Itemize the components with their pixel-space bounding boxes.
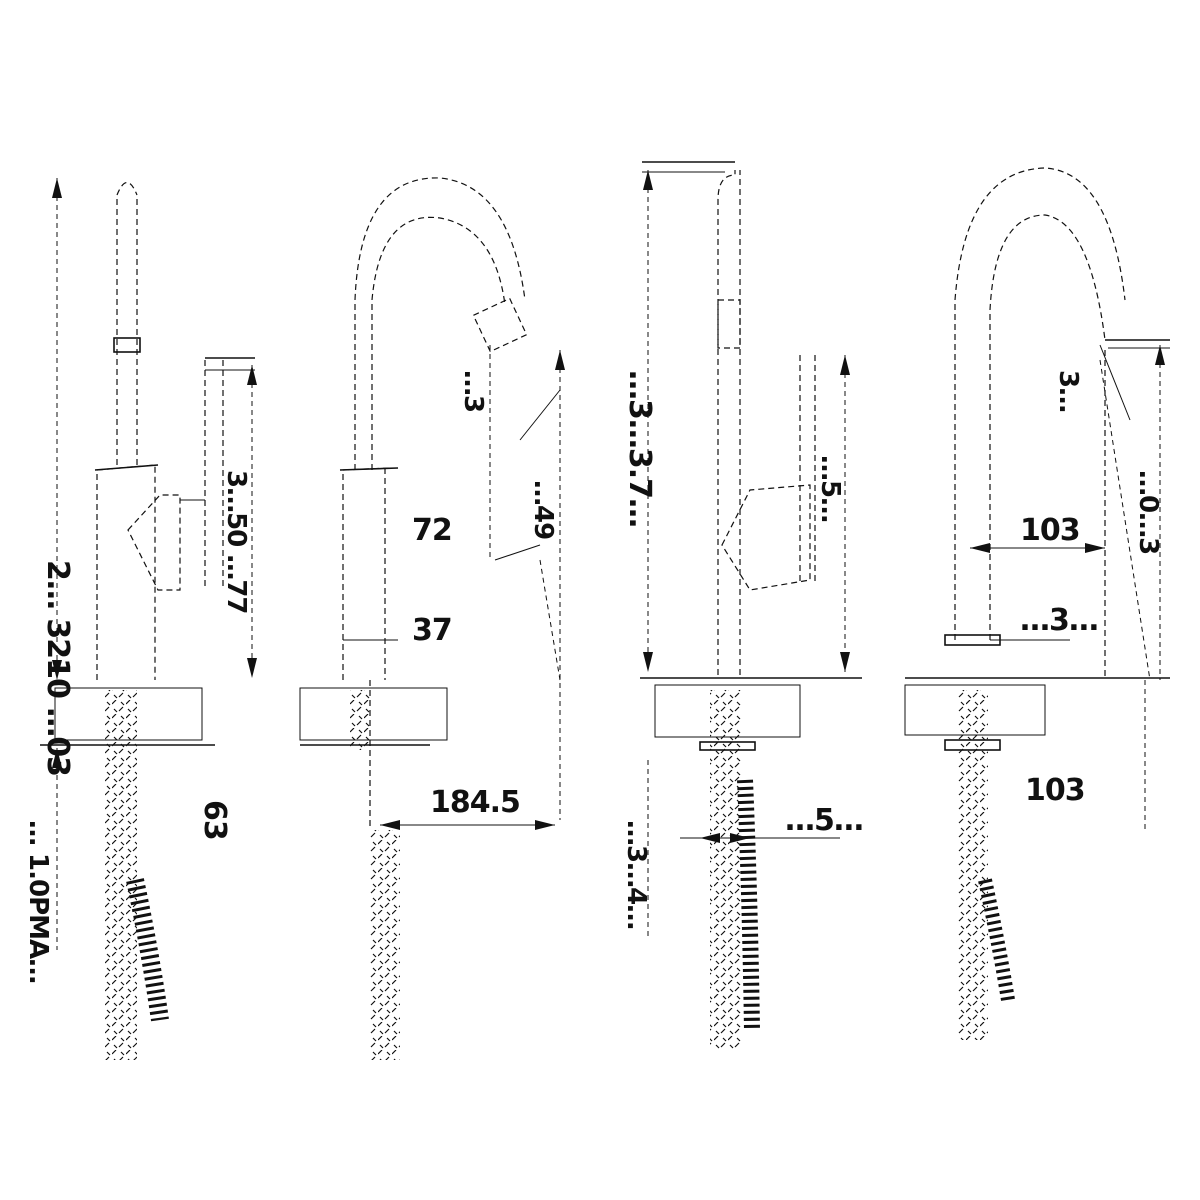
faucet-body-3 <box>642 161 816 675</box>
dim-label-5: 72 <box>412 513 452 548</box>
dim-label-7: …3 <box>458 370 488 412</box>
dimension-spray-2 <box>380 345 565 830</box>
dimension-height-1 <box>52 178 62 950</box>
dim-label-2: 3…50 …77 <box>221 470 251 614</box>
dim-label-14: 3… <box>1053 370 1083 412</box>
dim-label-18: 103 <box>1025 773 1085 808</box>
dimension-spray-4 <box>970 344 1165 830</box>
faucet-view-1-side: 2… 3210 …03 3…50 …77 63 … 1.0PMA… <box>23 178 257 1060</box>
dimension-height-3 <box>643 170 653 940</box>
dimension-height-2 <box>247 365 257 678</box>
dimension-height-4 <box>840 355 850 672</box>
dim-label-3: 63 <box>197 800 232 840</box>
faucet-view-3-side: …3…3.7… …5… …5… …3…4… <box>621 161 864 1050</box>
hose-4b <box>978 878 1015 1002</box>
hose-4a <box>958 690 988 1040</box>
hose-2 <box>370 830 400 1060</box>
hose-1b <box>126 878 169 1022</box>
dim-label-17: …0…3 <box>1133 470 1163 554</box>
faucet-view-4-arc: 3… …3… 103 …0…3 103 <box>904 167 1170 1040</box>
hose-3b <box>737 779 760 1031</box>
dim-label-1: 2… 3210 …03 <box>40 560 75 776</box>
dim-label-11: …5… <box>815 455 845 522</box>
hose-3a <box>710 690 742 1050</box>
dim-label-4: … 1.0PMA… <box>23 820 53 983</box>
dim-label-13: …3…4… <box>621 820 651 929</box>
dim-label-6: 37 <box>412 613 452 648</box>
dim-label-15: …3… <box>1020 603 1098 638</box>
faucet-body-1 <box>94 181 255 680</box>
countertop-2 <box>299 687 448 741</box>
hose-1a <box>105 690 137 1060</box>
faucet-body-4 <box>944 167 1170 680</box>
faucet-view-2-arc: 72 37 …3 …49 184.5 <box>299 177 565 1060</box>
dim-label-9: 184.5 <box>430 785 520 820</box>
faucet-body-2 <box>339 177 528 680</box>
dim-label-10: …3…3.7… <box>622 370 657 527</box>
dim-label-16: 103 <box>1020 513 1080 548</box>
dim-label-12: …5… <box>785 803 863 838</box>
dim-label-8: …49 <box>528 480 558 539</box>
